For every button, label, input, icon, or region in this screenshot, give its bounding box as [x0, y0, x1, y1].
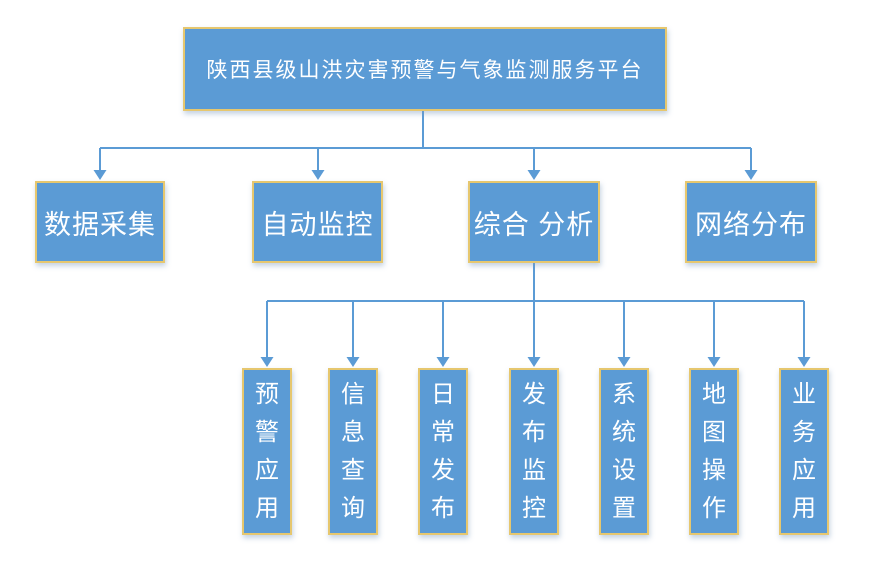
node-label: 系统设置: [612, 380, 636, 522]
node-label: 业务应用: [792, 380, 816, 522]
node-label: 信息查询: [341, 380, 365, 522]
arrowhead: [744, 170, 758, 180]
tree-level2-lines: [266, 263, 805, 358]
arrowhead: [93, 170, 107, 180]
arrowhead: [617, 357, 631, 367]
node-platform-root: 陕西县级山洪灾害预警与气象监测服务平台: [183, 27, 667, 111]
node-label: 日常发布: [431, 380, 455, 522]
arrowhead: [797, 357, 811, 367]
node-data-collection: 数据采集: [35, 181, 165, 263]
arrowhead: [436, 357, 450, 367]
node-label: 综合 分析: [473, 209, 595, 240]
node-label: 陕西县级山洪灾害预警与气象监测服务平台: [206, 59, 644, 82]
node-release-monitoring: 发布监控: [509, 368, 559, 535]
arrowhead: [346, 357, 360, 367]
node-label: 自动监控: [261, 209, 374, 240]
arrowhead: [260, 357, 274, 367]
node-label: 数据采集: [44, 209, 156, 240]
node-network-distribution: 网络分布: [685, 181, 817, 263]
node-comprehensive-analysis: 综合 分析: [468, 181, 600, 263]
node-auto-monitoring: 自动监控: [252, 181, 383, 263]
node-label: 网络分布: [695, 209, 807, 240]
arrowhead: [527, 170, 541, 180]
arrowhead: [527, 357, 541, 367]
node-map-operations: 地图操作: [689, 368, 739, 535]
node-business-application: 业务应用: [779, 368, 829, 535]
arrowhead: [311, 170, 325, 180]
node-label: 预警应用: [255, 380, 279, 522]
node-label: 发布监控: [522, 380, 546, 522]
tree-level1-lines: [99, 111, 752, 171]
arrowhead: [707, 357, 721, 367]
node-information-query: 信息查询: [328, 368, 378, 535]
node-system-settings: 系统设置: [599, 368, 649, 535]
node-label: 地图操作: [702, 380, 726, 522]
node-daily-release: 日常发布: [418, 368, 468, 535]
node-warning-application: 预警应用: [242, 368, 292, 535]
